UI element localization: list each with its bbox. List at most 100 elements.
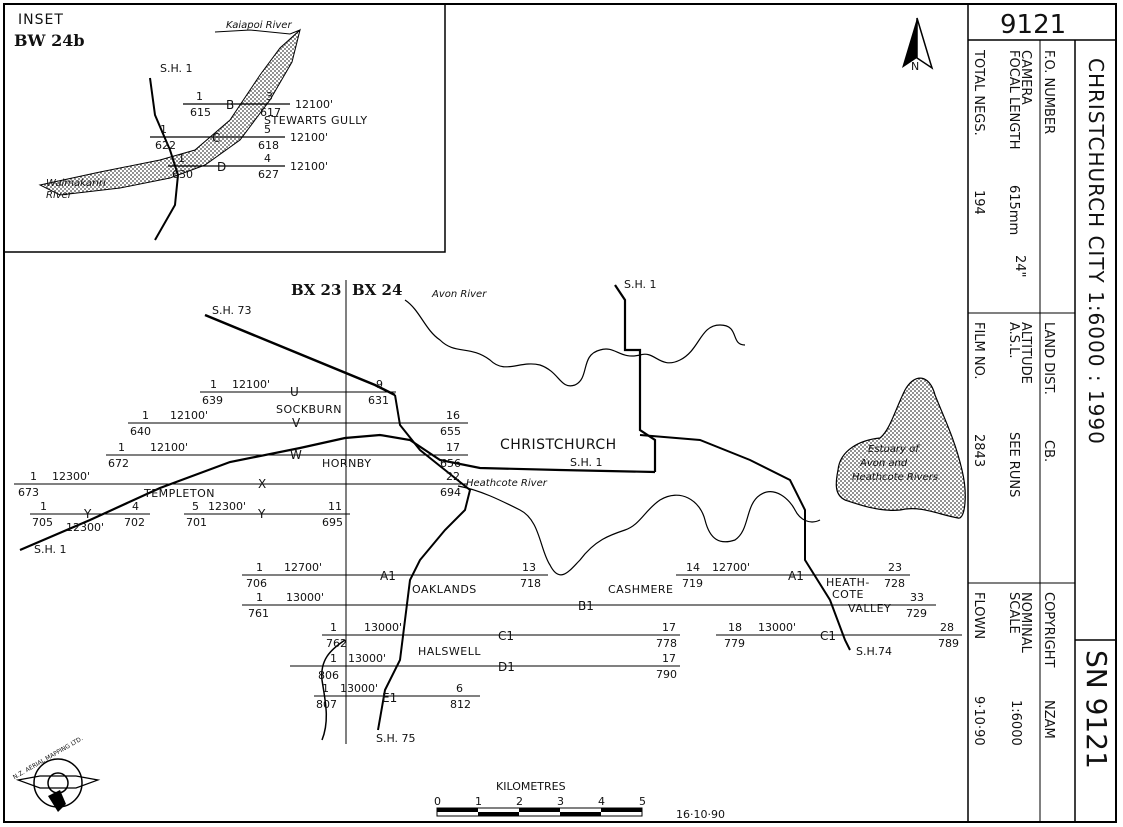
run-w-start-frame: 672: [108, 457, 129, 470]
camera-label: CAMERA: [1018, 50, 1033, 105]
sh74-label: S.H.74: [856, 645, 892, 658]
altitude-value: SEE RUNS: [1006, 432, 1021, 497]
run-a1-east-start-frame: 719: [682, 577, 703, 590]
scale-bar: KILOMETRES 0 1 2 3 4 5 16·10·90: [434, 780, 725, 821]
run-c1-west-altitude: 13000': [364, 621, 402, 634]
waimakariri-river-label-2: River: [46, 190, 73, 201]
heathcote-valley-label-1: HEATH-: [826, 576, 870, 589]
inset-run-b-end-frame: 617: [260, 106, 281, 119]
scale-bar-title: KILOMETRES: [496, 780, 566, 793]
run-v-start-frame: 640: [130, 425, 151, 438]
inset-run-b-start-frame: 615: [190, 106, 211, 119]
run-c1-east: 18 779 13000' C1 28 789: [716, 621, 962, 650]
bx-left-label: BX 23: [291, 281, 341, 299]
run-u-altitude: 12100': [232, 378, 270, 391]
estuary-label-1: Estuary of: [868, 444, 920, 455]
scale-tick-3: 3: [557, 795, 564, 808]
run-v-end-neg: 16: [446, 409, 460, 422]
run-y-east-start-frame: 701: [186, 516, 207, 529]
run-a1-west-start-frame: 706: [246, 577, 267, 590]
nz-aerial-mapping-logo: N.Z. AERIAL MAPPING LTD.: [12, 735, 101, 812]
waimakariri-river-shape: [38, 28, 301, 196]
focal-label: FOCAL LENGTH: [1006, 50, 1021, 150]
kaiapoi-river-label: Kaiapoi River: [226, 20, 292, 31]
run-a1-west-altitude: 12700': [284, 561, 322, 574]
inset-run-c-start-neg: 1: [160, 123, 167, 136]
run-c1-west-end-neg: 17: [662, 621, 676, 634]
run-a1-west-start-neg: 1: [256, 561, 263, 574]
land-dist-value: CB.: [1041, 440, 1056, 462]
run-e1-name: E1: [382, 691, 397, 705]
inset-run-b-altitude: 12100': [295, 98, 333, 111]
run-x-start-frame: 673: [18, 486, 39, 499]
inset-run-c-start-frame: 622: [155, 139, 176, 152]
inset-run-b-name: B: [226, 98, 234, 112]
run-y-east-start-neg: 5: [192, 500, 199, 513]
run-c1-east-end-neg: 28: [940, 621, 954, 634]
run-y-west-end-frame: 702: [124, 516, 145, 529]
estuary-label-2: Avon and: [859, 458, 908, 469]
run-e1-end-frame: 812: [450, 698, 471, 711]
sortie-number: SN 9121: [1080, 650, 1113, 769]
run-a1-east-altitude: 12700': [712, 561, 750, 574]
run-y-east-name: Y: [257, 507, 266, 521]
main-road-east: [639, 434, 851, 651]
altitude-label: ALTITUDE: [1018, 322, 1033, 384]
run-v-end-frame: 655: [440, 425, 461, 438]
run-e1-start-frame: 807: [316, 698, 337, 711]
inset-run-b-end-neg: 3: [266, 90, 273, 103]
run-b1-start-frame: 761: [248, 607, 269, 620]
hornby-label: HORNBY: [322, 457, 371, 470]
asl-label: A.S.L.: [1006, 322, 1021, 359]
logo-text: N.Z. AERIAL MAPPING LTD.: [12, 735, 84, 781]
run-y-east-end-frame: 695: [322, 516, 343, 529]
sockburn-road: [377, 394, 472, 731]
scale-value: 1:6000: [1008, 700, 1023, 746]
north-label: N: [911, 60, 919, 73]
run-d1-start-neg: 1: [330, 652, 337, 665]
run-u: 1 639 12100' U 9 631: [200, 378, 396, 407]
run-d1: 1 806 13000' D1 17 790: [290, 652, 680, 682]
land-dist-label: LAND DIST.: [1041, 322, 1056, 395]
run-c1-west: 1 762 13000' C1 17 778: [322, 621, 680, 650]
run-d1-name: D1: [498, 660, 515, 674]
avon-river-label: Avon River: [431, 289, 487, 300]
run-a1-east: 14 719 12700' A1 23 728: [676, 561, 910, 590]
run-a1-east-end-frame: 728: [884, 577, 905, 590]
inset-box: INSET BW 24b Kaiapoi River Waimakariri R…: [3, 3, 446, 253]
heathcote-valley-label-3: VALLEY: [848, 602, 891, 615]
run-x-end-frame: 694: [440, 486, 461, 499]
heathcote-river: [457, 485, 821, 576]
run-a1-east-name: A1: [788, 569, 804, 583]
run-e1-start-neg: 1: [322, 682, 329, 695]
cashmere-label: CASHMERE: [608, 583, 674, 596]
run-w-end-neg: 17: [446, 441, 460, 454]
copyright-value: NZAM: [1041, 700, 1056, 739]
scale-tick-1: 1: [475, 795, 482, 808]
kaiapoi-river-line: [214, 29, 301, 35]
sh73-label: S.H. 73: [212, 304, 252, 317]
run-w: 1 672 12100' W 17 656: [106, 441, 468, 470]
run-y-west: 1 705 12300' Y 4 702: [30, 500, 150, 534]
run-u-start-neg: 1: [210, 378, 217, 391]
sh1-city-label: S.H. 1: [570, 456, 603, 469]
inset-run-c-altitude: 12100': [290, 131, 328, 144]
estuary-label-3: Heathcote Rivers: [852, 472, 938, 483]
sh1-north-label: S.H. 1: [624, 278, 657, 291]
inset-sh1-label: S.H. 1: [160, 62, 193, 75]
inset-run-c-end-neg: 5: [264, 123, 271, 136]
run-a1-west-end-neg: 13: [522, 561, 536, 574]
run-c1-west-end-frame: 778: [656, 637, 677, 650]
run-d1-end-neg: 17: [662, 652, 676, 665]
inset-subtitle: BW 24b: [14, 31, 85, 50]
run-x-end-neg: 22: [446, 470, 460, 483]
run-w-name: W: [290, 448, 302, 462]
run-a1-west: 1 706 12700' A1 13 718: [242, 561, 548, 590]
run-u-name: U: [290, 385, 299, 399]
run-c1-east-start-neg: 18: [728, 621, 742, 634]
run-b1-name: B1: [578, 599, 594, 613]
run-x-start-neg: 1: [30, 470, 37, 483]
templeton-label: TEMPLETON: [143, 487, 215, 500]
film-value: 2843: [971, 434, 986, 467]
scale-bar-date: 16·10·90: [676, 808, 725, 821]
